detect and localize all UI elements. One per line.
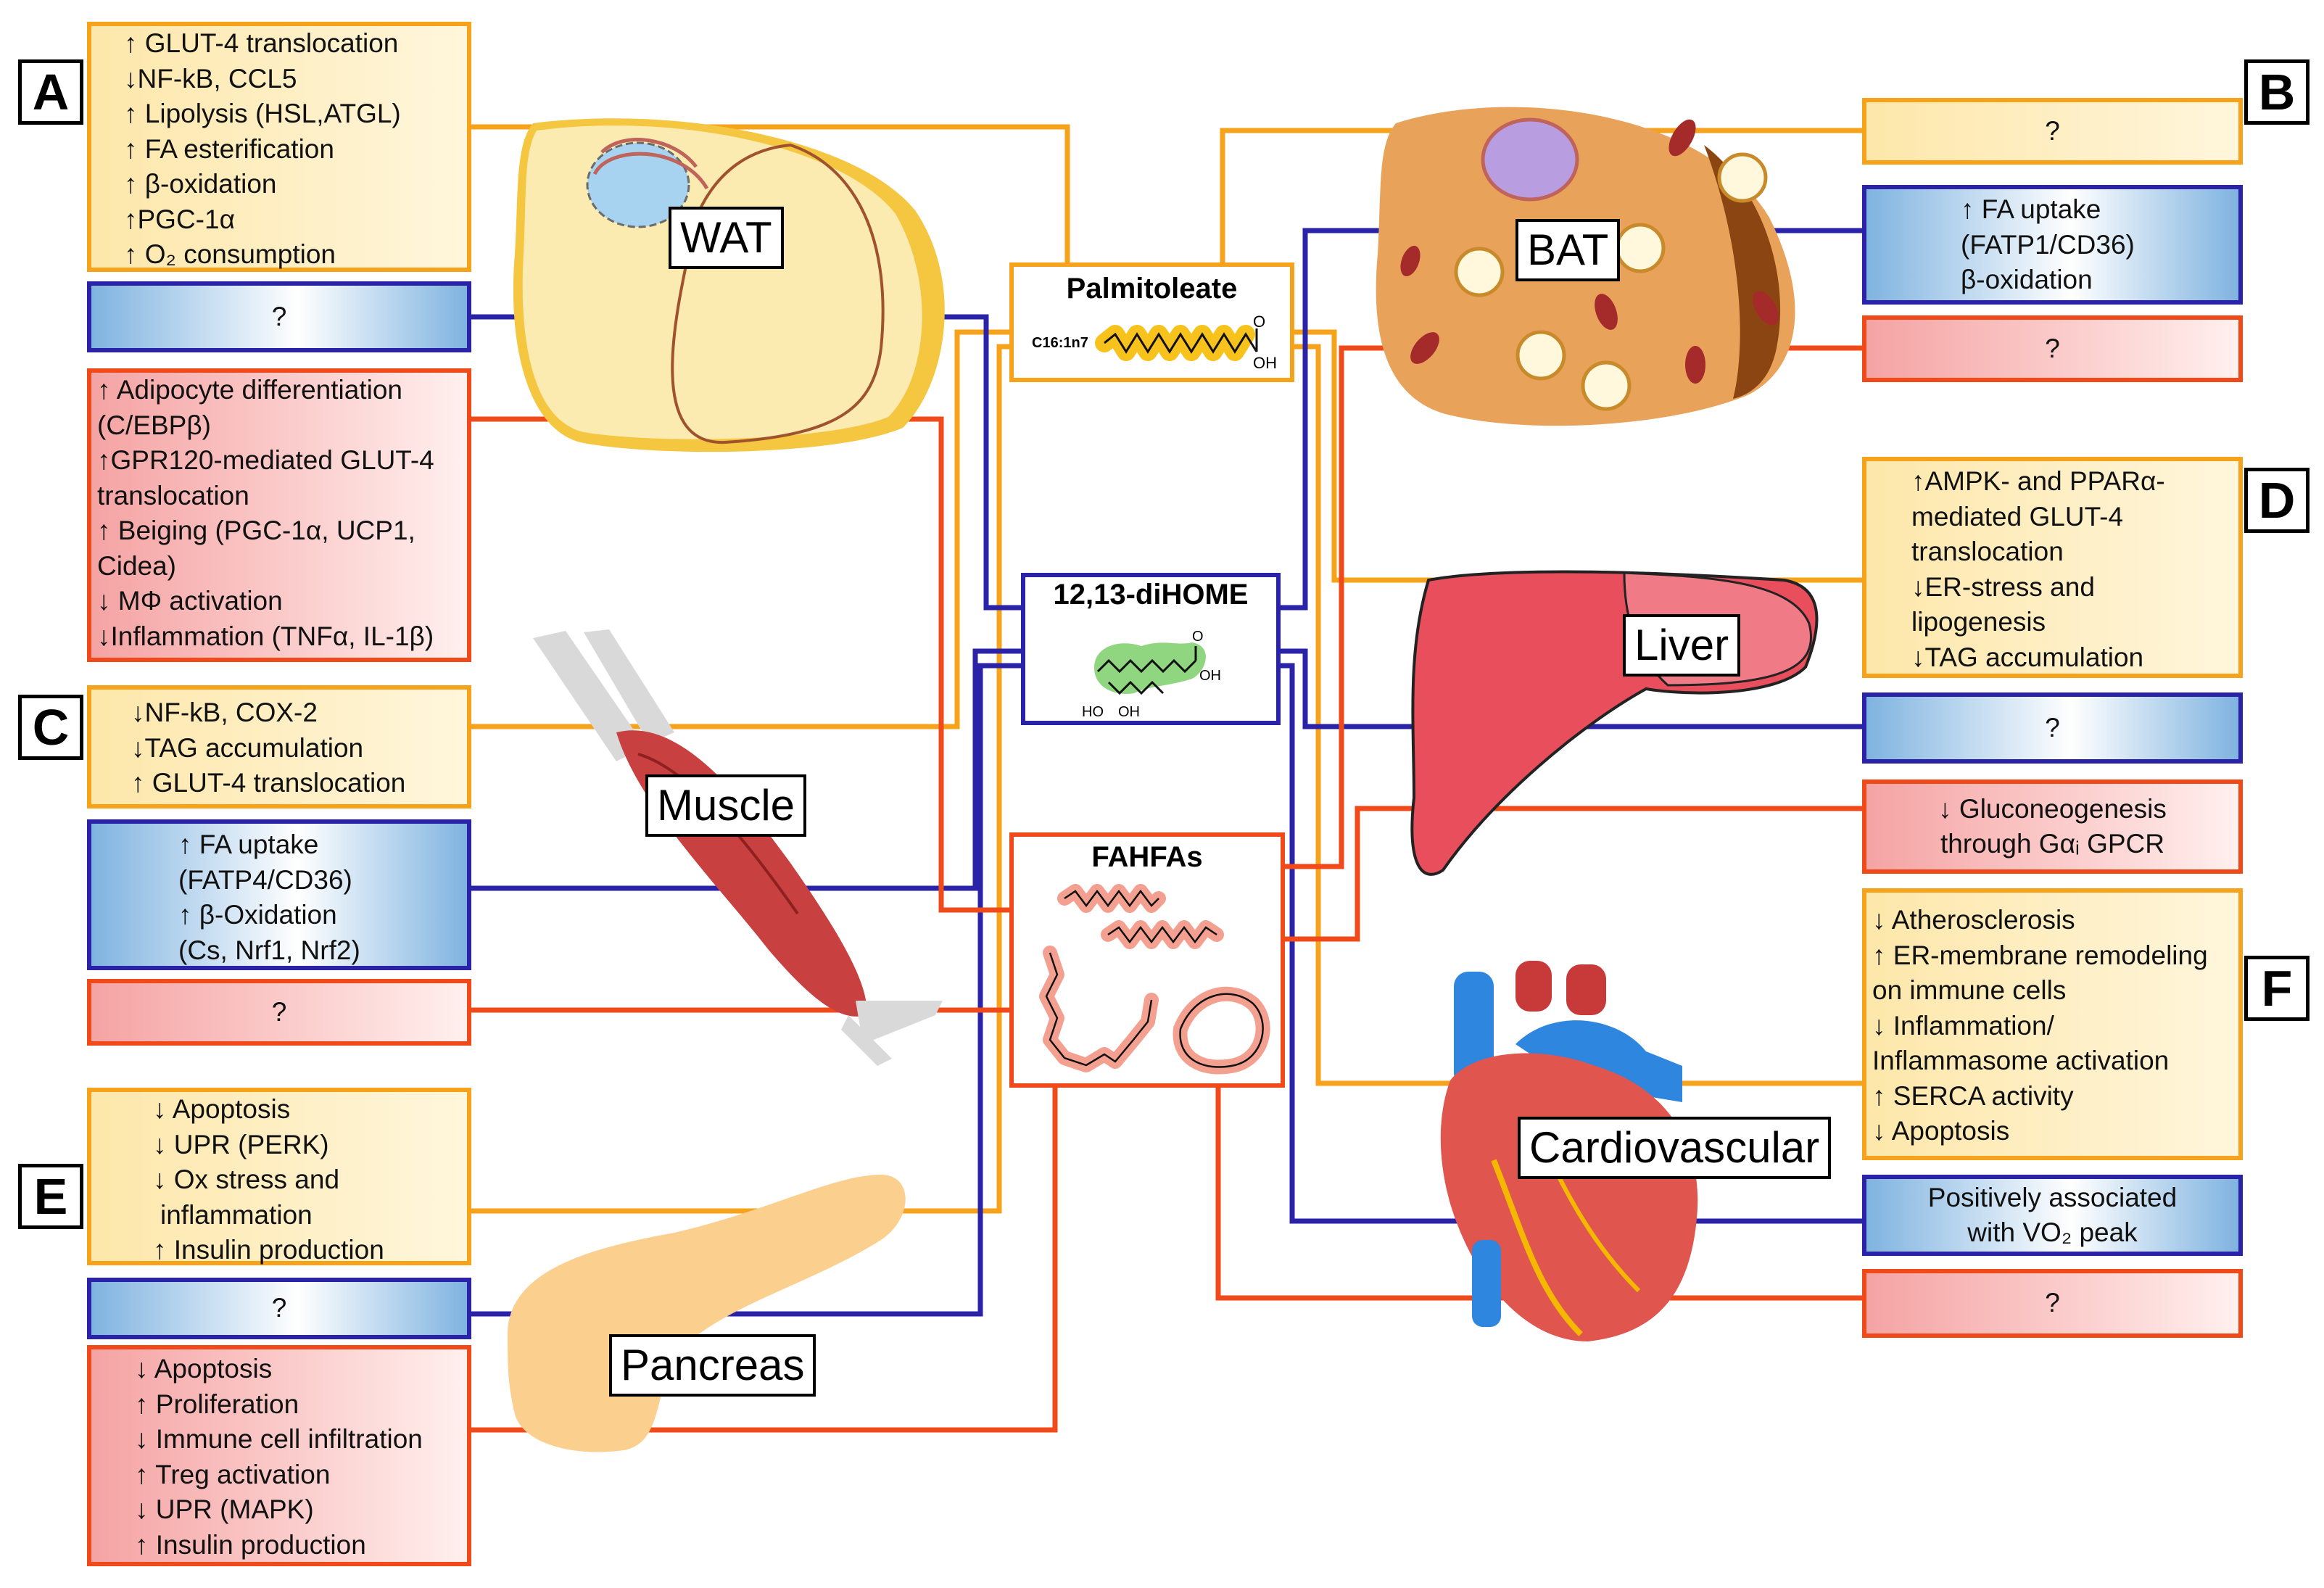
panel-a-fahfa-effects: ↑ Adipocyte differentiation (C/EBPβ) ↑GP…	[87, 368, 471, 662]
panel-letter-d: D	[2244, 468, 2309, 533]
dihome-molecule-box: 12,13-diHOME O OH HO OH	[1021, 573, 1281, 725]
panel-letter-a: A	[18, 59, 83, 125]
panel-a-dihome-effects: ?	[87, 281, 471, 352]
organ-label-muscle: Muscle	[645, 774, 807, 837]
fahfa-molecule-box: FAHFAs	[1009, 832, 1285, 1088]
palmitoleate-molecule-box: Palmitoleate O OH C16:1n7	[1009, 262, 1294, 382]
palmitoleate-formula: C16:1n7	[1032, 335, 1088, 351]
panel-letter-b: B	[2244, 59, 2309, 125]
fahfa-to-pancreas	[471, 1088, 1058, 1433]
dihome-oh: OH	[1118, 704, 1140, 720]
panel-e-dihome-effects: ?	[87, 1278, 471, 1339]
panel-letter-c: C	[18, 695, 83, 760]
dihome-carbonyl-o: O	[1192, 629, 1204, 645]
organ-label-cardiovascular: Cardiovascular	[1518, 1117, 1832, 1179]
panel-c-fahfa-effects: ?	[87, 979, 471, 1046]
dihome-oh-acid: OH	[1199, 668, 1221, 684]
palmitoleate-to-pancreas	[471, 344, 1009, 1214]
wat-cell-illustration	[513, 118, 945, 452]
organ-label-liver: Liver	[1623, 614, 1741, 677]
liver-illustration	[1410, 570, 1819, 876]
panel-b-dihome-effects: ↑ FA uptake (FATP1/CD36) β-oxidation	[1862, 185, 2243, 305]
panel-b-fahfa-effects: ?	[1862, 315, 2243, 382]
fahfa-title: FAHFAs	[1091, 841, 1203, 873]
panel-d-dihome-effects: ?	[1862, 692, 2243, 764]
organ-label-bat: BAT	[1515, 219, 1621, 281]
pancreas-illustration	[508, 1175, 906, 1452]
muscle-illustration	[533, 629, 943, 1066]
panel-d-fahfa-effects: ↓ Gluconeogenesis through Gαᵢ GPCR	[1862, 779, 2243, 874]
palmitoleate-structure: O OH C16:1n7	[1032, 313, 1277, 372]
panel-e-fahfa-effects: ↓ Apoptosis ↑ Proliferation ↓ Immune cel…	[87, 1345, 471, 1566]
fahfa-structure	[1039, 884, 1270, 1075]
fahfa-to-liver	[1285, 806, 1866, 942]
panel-d-palmitoleate-effects: ↑AMPK- and PPARα- mediated GLUT-4 transl…	[1862, 457, 2243, 678]
organ-label-wat: WAT	[669, 207, 784, 269]
panel-f-fahfa-effects: ?	[1862, 1269, 2243, 1338]
palmitoleate-to-muscle	[471, 329, 1009, 729]
panel-letter-e: E	[18, 1164, 83, 1229]
palmitoleate-oh: OH	[1253, 354, 1277, 372]
palmitoleate-title: Palmitoleate	[1066, 273, 1238, 305]
panel-f-palmitoleate-effects: ↓ Atherosclerosis ↑ ER-membrane remodeli…	[1862, 888, 2243, 1160]
organ-label-pancreas: Pancreas	[609, 1334, 816, 1397]
dihome-ho: HO	[1082, 704, 1104, 720]
dihome-structure: O OH HO OH	[1082, 629, 1221, 720]
panel-c-palmitoleate-effects: ↓NF-kB, COX-2 ↓TAG accumulation ↑ GLUT-4…	[87, 685, 471, 809]
palmitoleate-carbonyl-o: O	[1253, 313, 1265, 331]
panel-a-palmitoleate-effects: ↑ GLUT-4 translocation ↓NF-kB, CCL5 ↑ Li…	[87, 22, 471, 272]
panel-f-dihome-effects: Positively associated with VO₂ peak	[1862, 1175, 2243, 1256]
dihome-title: 12,13-diHOME	[1053, 579, 1249, 611]
panel-c-dihome-effects: ↑ FA uptake (FATP4/CD36) ↑ β-Oxidation (…	[87, 819, 471, 970]
panel-b-palmitoleate-effects: ?	[1862, 98, 2243, 165]
panel-letter-f: F	[2244, 956, 2309, 1021]
panel-e-palmitoleate-effects: ↓ Apoptosis ↓ UPR (PERK) ↓ Ox stress and…	[87, 1088, 471, 1265]
